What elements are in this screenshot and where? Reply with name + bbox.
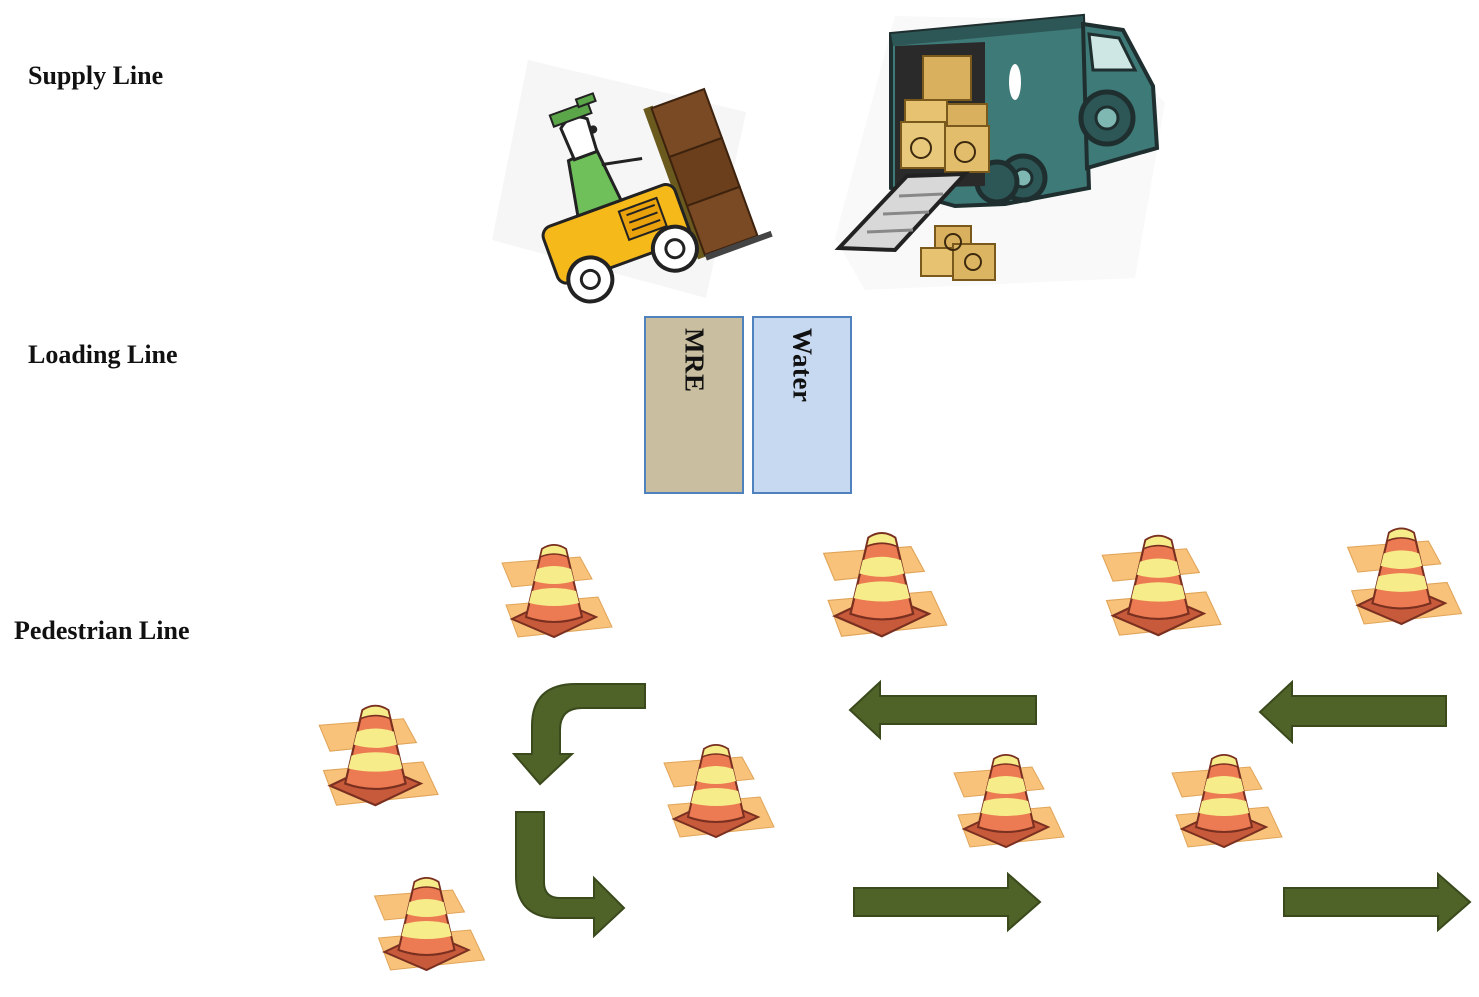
traffic-cone-icon bbox=[501, 544, 613, 638]
water-station-label: Water bbox=[787, 328, 818, 403]
traffic-cone-icon bbox=[1101, 534, 1223, 637]
forklift-icon bbox=[492, 60, 773, 304]
loading-line-label: Loading Line bbox=[28, 340, 178, 369]
water-station: Water bbox=[752, 316, 852, 494]
arrow-right-icon bbox=[853, 871, 1042, 933]
traffic-cone-icon bbox=[822, 532, 948, 638]
traffic-cone-icon bbox=[373, 877, 486, 971]
arrow-right-icon bbox=[1283, 871, 1472, 933]
delivery-truck-icon bbox=[834, 13, 1165, 290]
traffic-cone-icon bbox=[953, 754, 1065, 848]
traffic-cone-icon bbox=[1346, 527, 1463, 625]
traffic-cone-icon bbox=[663, 744, 775, 838]
arrow-turn-down-icon bbox=[511, 683, 646, 786]
traffic-cone-icon bbox=[318, 704, 440, 807]
traffic-cone-icon bbox=[1171, 754, 1283, 848]
pedestrian-line-label: Pedestrian Line bbox=[14, 616, 190, 645]
arrow-turn-right-icon bbox=[515, 811, 626, 939]
mre-station-label: MRE bbox=[679, 328, 710, 393]
arrow-left-icon bbox=[848, 679, 1037, 741]
mre-station: MRE bbox=[644, 316, 744, 494]
arrow-left-icon bbox=[1258, 679, 1447, 745]
supply-line-label: Supply Line bbox=[28, 61, 164, 90]
